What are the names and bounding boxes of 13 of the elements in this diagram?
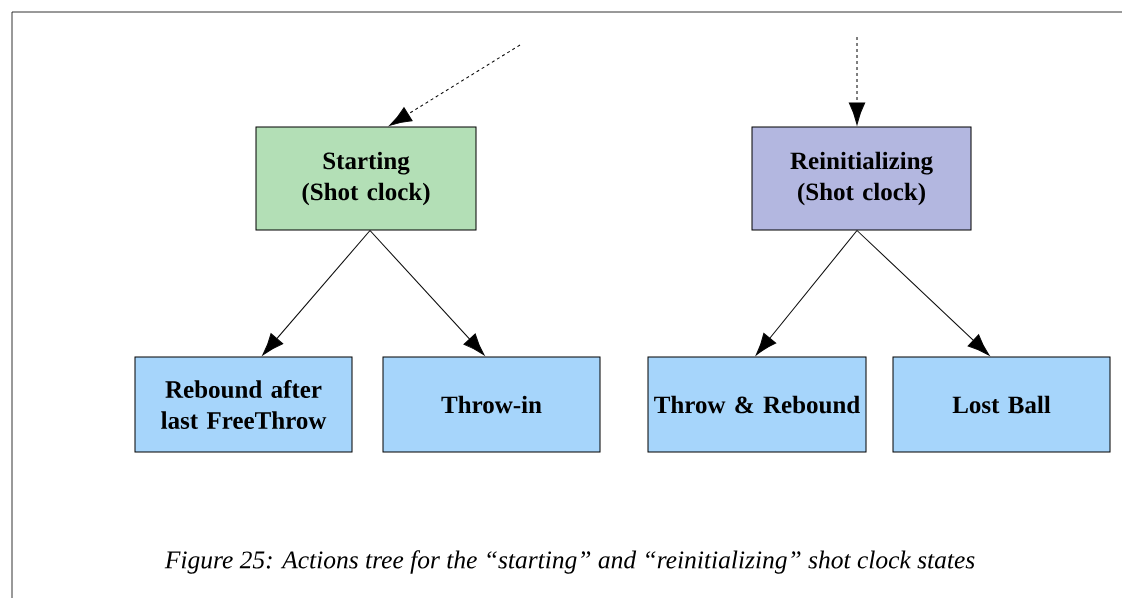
arrow: [369, 230, 485, 356]
state-box: Lost Ball: [892, 356, 1111, 453]
state-box: Throw-in: [382, 356, 601, 453]
state-box: Rebound after last FreeThrow: [134, 356, 353, 453]
arrow: [848, 36, 866, 125]
arrow: [262, 230, 371, 356]
figure-caption: Figure 25: Actions tree for the “starting” and “reinitializing” shot clock states: [164, 550, 975, 574]
arrow: [856, 230, 990, 356]
arrow: [389, 44, 521, 126]
arrow: [755, 230, 858, 356]
state-box: Reinitializing (Shot clock): [751, 126, 972, 231]
state-box: Throw & Rebound: [647, 356, 867, 453]
state-box: Starting (Shot clock): [255, 126, 477, 231]
